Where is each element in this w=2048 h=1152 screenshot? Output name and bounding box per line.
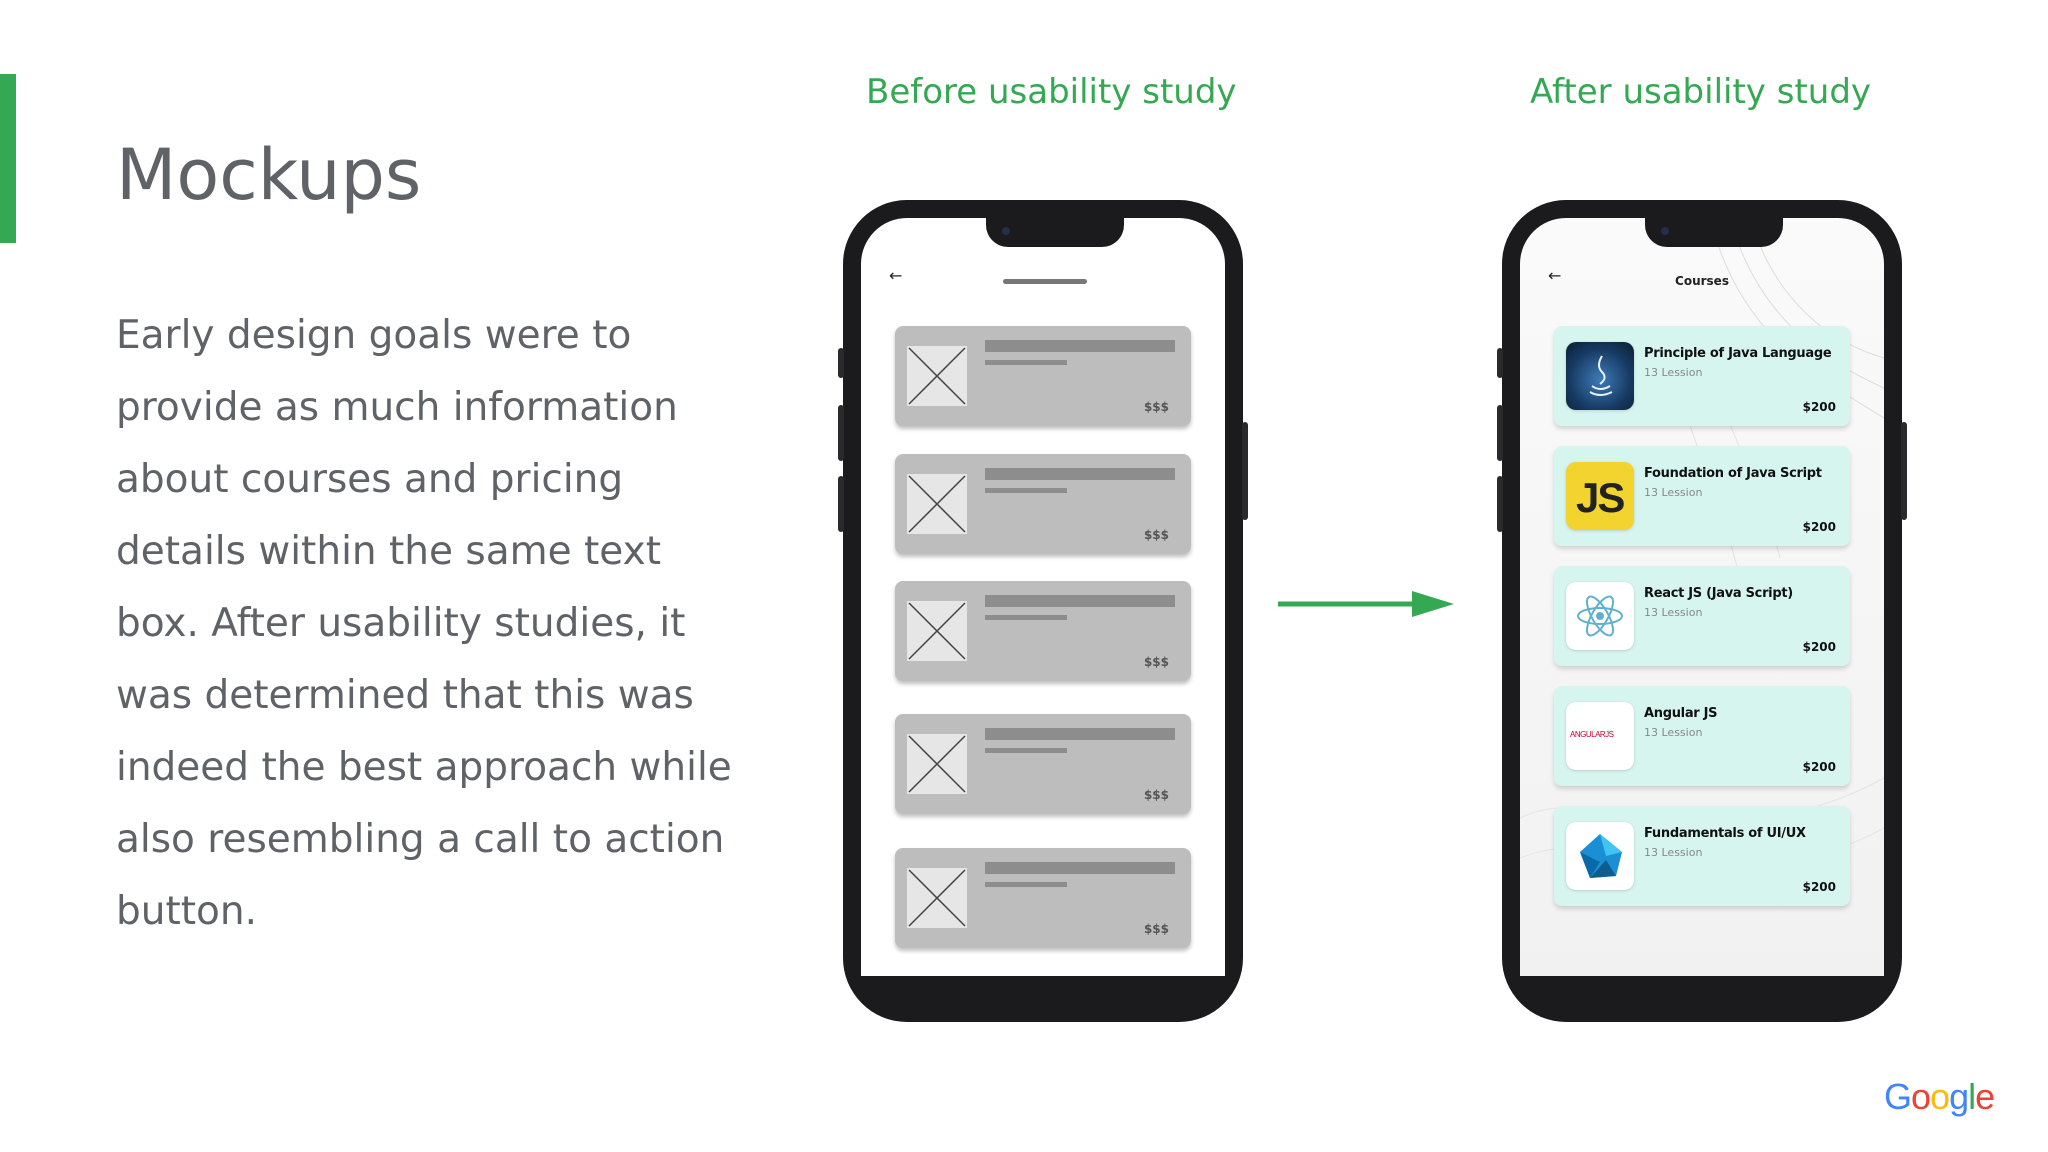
subtitle-placeholder bbox=[985, 615, 1067, 620]
wireframe-card[interactable]: $$$ bbox=[895, 714, 1191, 814]
price-placeholder: $$$ bbox=[1143, 400, 1169, 414]
screen-title: Courses bbox=[1675, 274, 1729, 288]
course-card[interactable]: JS Foundation of Java Script 13 Lession … bbox=[1554, 446, 1850, 546]
price-placeholder: $$$ bbox=[1143, 528, 1169, 542]
wireframe-card[interactable]: $$$ bbox=[895, 454, 1191, 554]
course-card[interactable]: React JS (Java Script) 13 Lession $200 bbox=[1554, 566, 1850, 666]
subtitle-placeholder bbox=[985, 882, 1067, 887]
slide-body-text: Early design goals were to provide as mu… bbox=[116, 313, 732, 934]
image-placeholder-icon bbox=[907, 734, 967, 794]
js-icon: JS bbox=[1566, 462, 1634, 530]
course-price: $200 bbox=[1802, 760, 1836, 774]
before-screen: ← $$$ $$$ $$$ bbox=[861, 218, 1225, 976]
price-placeholder: $$$ bbox=[1143, 788, 1169, 802]
image-placeholder-icon bbox=[907, 474, 967, 534]
price-placeholder: $$$ bbox=[1143, 655, 1169, 669]
subtitle-placeholder bbox=[985, 748, 1067, 753]
phone-notch bbox=[1645, 218, 1783, 247]
title-placeholder bbox=[985, 340, 1175, 352]
wireframe-card[interactable]: $$$ bbox=[895, 848, 1191, 948]
drag-handle bbox=[1003, 279, 1087, 284]
course-name: Principle of Java Language bbox=[1644, 346, 1832, 361]
course-card[interactable]: ANGULARJS Angular JS 13 Lession $200 bbox=[1554, 686, 1850, 786]
before-phone-mockup: ← $$$ $$$ $$$ bbox=[838, 200, 1248, 1022]
dart-icon bbox=[1566, 822, 1634, 890]
arrow-left-icon[interactable]: ← bbox=[1548, 266, 1562, 285]
course-price: $200 bbox=[1802, 400, 1836, 414]
google-logo: Google bbox=[1884, 1076, 1995, 1117]
wireframe-card[interactable]: $$$ bbox=[895, 581, 1191, 681]
course-lessons: 13 Lession bbox=[1644, 486, 1703, 499]
course-card[interactable]: Principle of Java Language 13 Lession $2… bbox=[1554, 326, 1850, 426]
title-placeholder bbox=[985, 728, 1175, 740]
subtitle-placeholder bbox=[985, 360, 1067, 365]
course-lessons: 13 Lession bbox=[1644, 366, 1703, 379]
wireframe-card[interactable]: $$$ bbox=[895, 326, 1191, 426]
price-placeholder: $$$ bbox=[1143, 922, 1169, 936]
angular-icon: ANGULARJS bbox=[1566, 702, 1634, 770]
title-placeholder bbox=[985, 595, 1175, 607]
after-phone-mockup: ← Courses Principle of Java Language 13 … bbox=[1497, 200, 1907, 1022]
image-placeholder-icon bbox=[907, 868, 967, 928]
course-name: Angular JS bbox=[1644, 706, 1718, 721]
phone-notch bbox=[986, 218, 1124, 247]
title-placeholder bbox=[985, 862, 1175, 874]
course-price: $200 bbox=[1802, 640, 1836, 654]
course-lessons: 13 Lession bbox=[1644, 846, 1703, 859]
title-placeholder bbox=[985, 468, 1175, 480]
course-name: Fundamentals of UI/UX bbox=[1644, 826, 1806, 841]
course-name: Foundation of Java Script bbox=[1644, 466, 1822, 481]
react-icon bbox=[1566, 582, 1634, 650]
arrow-left-icon[interactable]: ← bbox=[889, 266, 903, 285]
transition-arrow-icon bbox=[1278, 591, 1454, 617]
after-caption: After usability study bbox=[1530, 72, 1872, 112]
subtitle-placeholder bbox=[985, 488, 1067, 493]
slide-title: Mockups bbox=[116, 134, 422, 216]
course-price: $200 bbox=[1802, 520, 1836, 534]
image-placeholder-icon bbox=[907, 601, 967, 661]
course-lessons: 13 Lession bbox=[1644, 606, 1703, 619]
image-placeholder-icon bbox=[907, 346, 967, 406]
course-name: React JS (Java Script) bbox=[1644, 586, 1793, 601]
after-screen: ← Courses Principle of Java Language 13 … bbox=[1520, 218, 1884, 976]
java-icon bbox=[1566, 342, 1634, 410]
course-card[interactable]: Fundamentals of UI/UX 13 Lession $200 bbox=[1554, 806, 1850, 906]
before-caption: Before usability study bbox=[866, 72, 1237, 112]
accent-bar bbox=[0, 74, 16, 243]
course-lessons: 13 Lession bbox=[1644, 726, 1703, 739]
course-price: $200 bbox=[1802, 880, 1836, 894]
